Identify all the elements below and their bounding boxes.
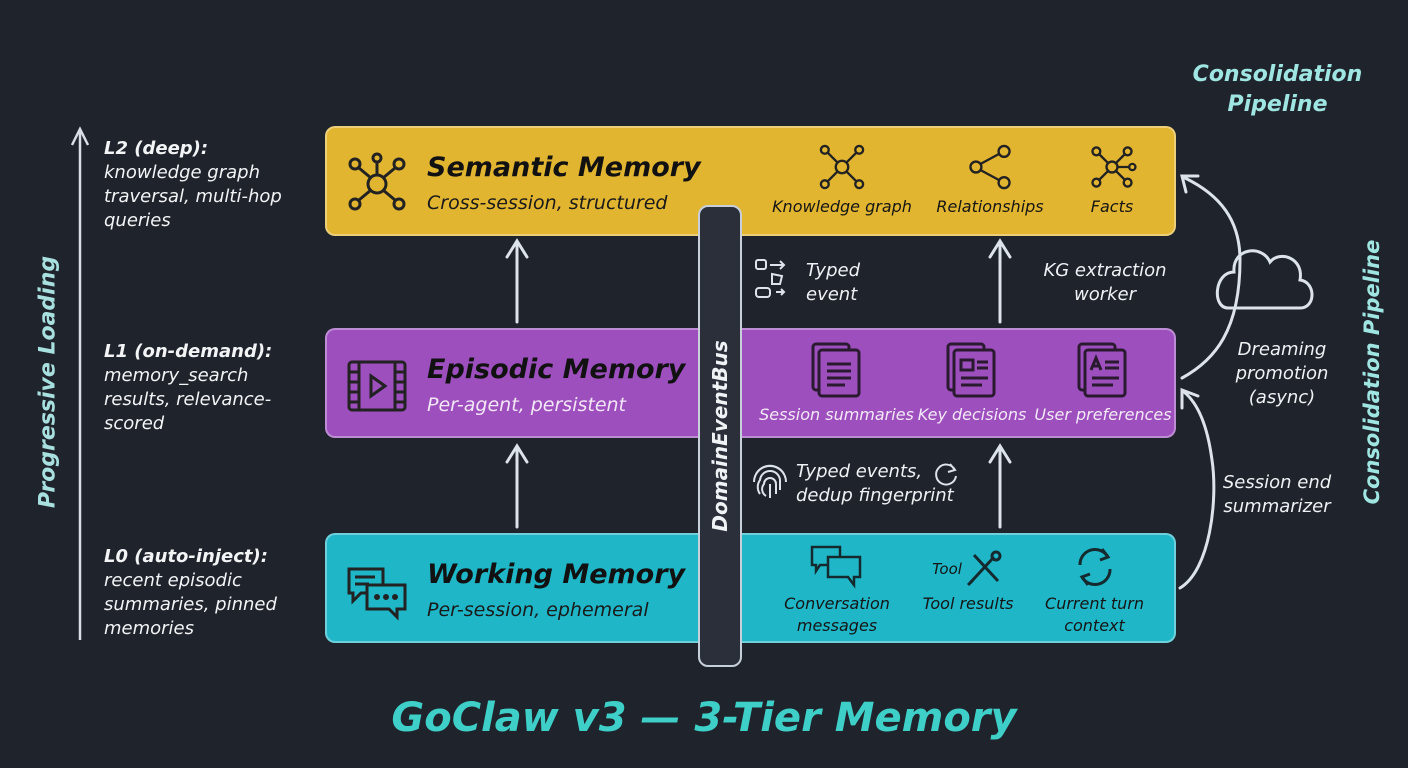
item-label: User preferences [1034, 405, 1172, 424]
level-heading: L1 (on-demand): [104, 341, 273, 362]
cloud-icon [1215, 249, 1314, 310]
arrow-episodic-to-semantic-left [505, 238, 529, 324]
tier-name: Working Memory [427, 559, 686, 590]
share-icon [969, 144, 1011, 190]
item-tool-results: Tool Tool results [913, 545, 1023, 615]
tier-name: Episodic Memory [427, 354, 686, 385]
item-user-preferences: User preferences [1033, 340, 1173, 426]
documents-icon [811, 342, 860, 398]
item-label: Key decisions [917, 405, 1027, 424]
tier-name: Semantic Memory [427, 152, 701, 183]
item-label: Current turn context [1045, 594, 1144, 635]
session-end-note: Session end summarizer [1222, 472, 1332, 517]
network-icon [348, 152, 406, 211]
item-relationships: Relationships [925, 142, 1055, 218]
domain-event-bus: DomainEventBus [698, 205, 742, 667]
tier-subtitle: Per-session, ephemeral [427, 599, 649, 621]
tools-icon [966, 550, 1002, 587]
level-text: recent episodic summaries, pinned memori… [104, 570, 277, 639]
facts-network-icon [1091, 146, 1137, 188]
level-heading: L2 (deep): [104, 138, 209, 159]
item-label: Facts [1090, 197, 1134, 216]
consolidation-pipeline-title: Consolidation Pipeline [1192, 62, 1363, 117]
consolidation-pipeline-side-label: Consolidation Pipeline [1360, 239, 1384, 505]
tool-tag: Tool [932, 560, 962, 578]
film-icon [347, 360, 407, 412]
arrow-working-to-episodic-right [988, 443, 1012, 529]
arrow-working-to-episodic-left [505, 443, 529, 529]
text-document-icon [1077, 342, 1127, 398]
document-layout-icon [946, 342, 996, 398]
level-text: memory_search results, relevance-scored [104, 365, 272, 434]
item-label: Tool results [922, 594, 1014, 613]
dreaming-promotion-note: Dreaming promotion (async) [1235, 339, 1329, 408]
level-l0: L0 (auto-inject): recent episodic summar… [104, 545, 294, 641]
level-l1: L1 (on-demand): memory_search results, r… [104, 340, 284, 436]
diagram-title: GoClaw v3 — 3-Tier Memory [391, 695, 1017, 741]
item-session-summaries: Session summaries [759, 340, 914, 426]
semantic-memory-tier: Semantic Memory Cross-session, structure… [325, 126, 1176, 236]
item-label: Knowledge graph [772, 197, 912, 216]
episodic-memory-tier: Episodic Memory Per-agent, persistent Se… [325, 328, 1176, 438]
kg-extraction-note: KG extraction worker [1043, 260, 1167, 305]
arrow-session-end-curve [1178, 387, 1216, 590]
refresh-small-icon [935, 463, 957, 486]
item-key-decisions: Key decisions [917, 340, 1027, 426]
level-heading: L0 (auto-inject): [104, 546, 268, 567]
item-label: Conversation messages [784, 594, 890, 635]
level-l2: L2 (deep): knowledge graph traversal, mu… [104, 137, 304, 233]
refresh-icon [1077, 547, 1112, 587]
item-current-turn-context: Current turn context [1032, 545, 1157, 637]
typed-event-icon [754, 258, 794, 306]
tier-subtitle: Cross-session, structured [427, 192, 668, 214]
item-knowledge-graph: Knowledge graph [767, 142, 917, 218]
item-label: Relationships [936, 197, 1044, 216]
progressive-loading-arrow [70, 126, 90, 640]
chat-icon [347, 567, 407, 621]
tier-subtitle: Per-agent, persistent [427, 394, 627, 416]
speech-bubbles-icon [810, 545, 862, 589]
level-text: knowledge graph traversal, multi-hop que… [104, 162, 282, 231]
arrow-episodic-to-semantic-right [988, 238, 1012, 324]
knowledge-graph-icon [819, 144, 865, 190]
item-facts: Facts [1067, 142, 1157, 218]
item-label: Session summaries [759, 405, 914, 424]
typed-events-dedup-note: Typed events, dedup fingerprint [796, 461, 954, 506]
fingerprint-icon [752, 460, 788, 504]
arrow-dreaming-curve [1180, 174, 1242, 380]
typed-event-note: Typed event [806, 260, 861, 305]
working-memory-tier: Working Memory Per-session, ephemeral Co… [325, 533, 1176, 643]
item-conversation-messages: Conversation messages [767, 545, 907, 637]
